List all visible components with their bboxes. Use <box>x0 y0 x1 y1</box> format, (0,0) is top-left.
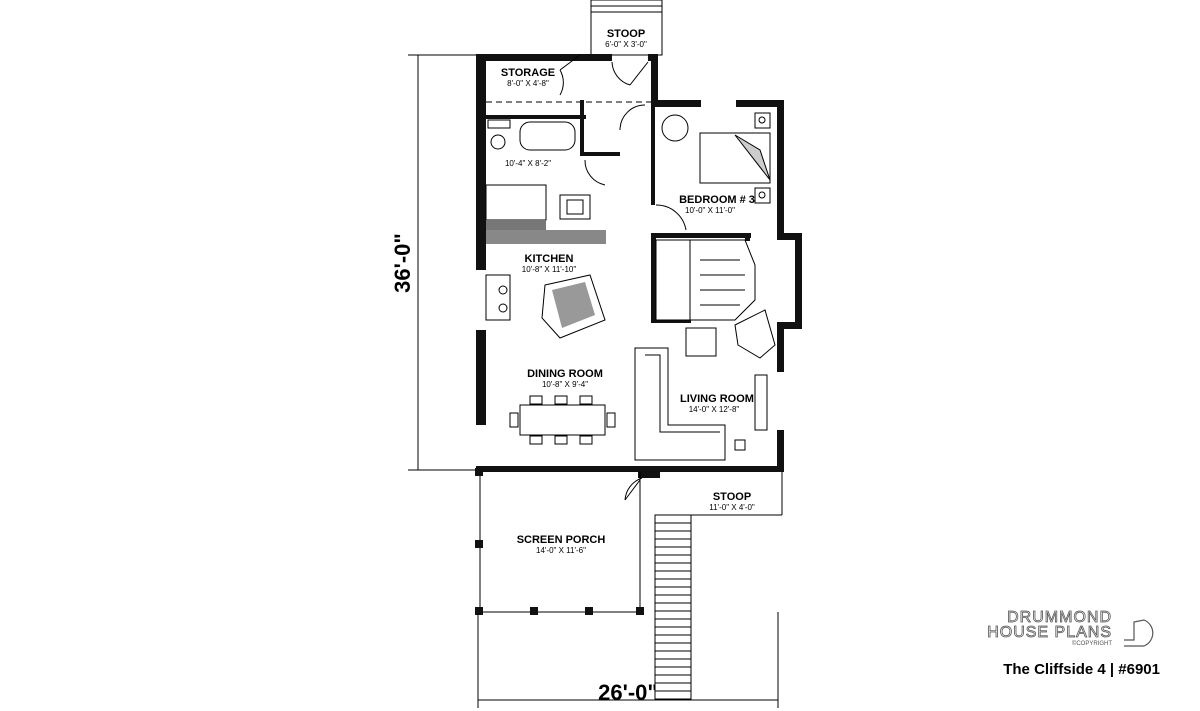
bathroom-vanity <box>485 184 547 232</box>
logo-mark-icon <box>1124 619 1154 647</box>
tv-console <box>754 374 768 431</box>
bedroom3-size: 10'-0" X 11'-0" <box>685 206 735 215</box>
bedroom3-label: BEDROOM # 3 <box>679 194 755 206</box>
rear-stoop-label: STOOP <box>607 28 645 40</box>
front-stoop-label: STOOP <box>713 491 751 503</box>
kitchen-island <box>541 274 606 339</box>
drummond-logo: DRUMMOND HOUSE PLANS ©COPYRIGHT <box>985 609 1160 649</box>
width-dimension: 26'-0" <box>598 680 658 705</box>
staircase <box>655 239 756 321</box>
kitchen-size: 10'-8" X 11'-10" <box>522 265 577 274</box>
living-chair <box>685 327 717 357</box>
bathroom-size: 10'-4" X 8'-2" <box>505 159 551 168</box>
screen-porch-size: 14'-0" X 11'-6" <box>536 546 586 555</box>
dining-room-label: DINING ROOM <box>527 368 603 380</box>
width-dimension-line <box>477 612 779 708</box>
front-stoop-size: 11'-0" X 4'-0" <box>709 503 755 512</box>
stove <box>485 274 511 321</box>
depth-dimension-line <box>408 54 478 471</box>
plan-title: The Cliffside 4 | #6901 <box>1003 661 1160 678</box>
toilet <box>487 119 511 150</box>
screen-porch <box>475 468 644 615</box>
depth-dimension: 36'-0" <box>390 233 415 293</box>
dining-table <box>509 395 616 445</box>
armchair <box>661 114 689 142</box>
rear-stoop <box>590 0 663 56</box>
logo-line1: DRUMMOND <box>1007 609 1112 626</box>
storage-label: STORAGE <box>501 67 555 79</box>
exterior-walls <box>476 54 802 478</box>
kitchen-counter <box>486 194 606 244</box>
living-room-label: LIVING ROOM <box>680 393 754 405</box>
dining-room-size: 10'-8" X 9'-4" <box>542 380 588 389</box>
storage-size: 8'-0" X 4'-8" <box>507 79 549 88</box>
exterior-stairs <box>654 514 692 701</box>
logo-line2: HOUSE PLANS <box>987 624 1112 641</box>
bed <box>699 132 771 184</box>
fireplace <box>734 309 776 359</box>
sectional-sofa <box>634 347 726 461</box>
nightstands <box>754 112 771 204</box>
bathtub <box>519 121 576 151</box>
living-room-size: 14'-0" X 12'-8" <box>689 405 740 414</box>
copyright-text: ©COPYRIGHT <box>1071 641 1112 647</box>
kitchen-label: KITCHEN <box>525 253 574 265</box>
rear-stoop-size: 6'-0" X 3'-0" <box>605 40 647 49</box>
screen-porch-label: SCREEN PORCH <box>517 534 606 546</box>
side-table <box>734 439 746 451</box>
